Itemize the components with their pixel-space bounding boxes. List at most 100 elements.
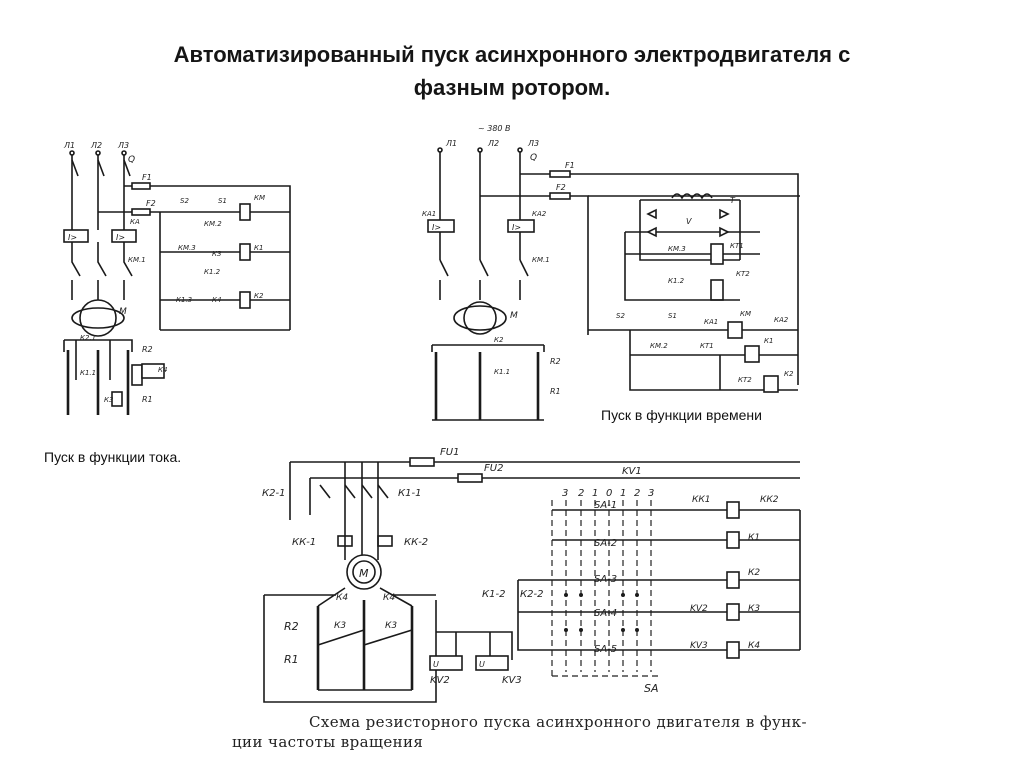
caption-speed-line-2: ции частоты вращения — [232, 733, 424, 751]
contact-label: КТ1 — [700, 342, 714, 350]
relay-label: КА2 — [532, 210, 547, 218]
motor-feed — [344, 520, 379, 560]
motor-inner — [352, 560, 376, 584]
rotor-label: R1 — [284, 653, 299, 666]
contact-label: КМ.2 — [650, 342, 668, 350]
transformer-winding — [671, 193, 713, 200]
phase-label: Л1 — [63, 141, 75, 150]
fuse — [549, 170, 571, 178]
terminal — [121, 150, 127, 156]
supply-buses — [289, 461, 800, 520]
coil-label: К4 — [748, 641, 760, 651]
relay-symbol: I> — [512, 223, 521, 232]
phase-label: Л3 — [527, 139, 539, 148]
selector-section: SA-3 — [594, 574, 617, 585]
control-supply — [98, 185, 291, 330]
selector-rungs — [552, 509, 800, 651]
relay-label: КК-2 — [404, 537, 428, 548]
contact-label: К1.2 — [668, 277, 685, 285]
relay-label: КК1 — [692, 495, 711, 505]
contact-dot — [621, 593, 625, 597]
rotor-contacts — [317, 629, 413, 691]
control-supply — [480, 173, 799, 385]
fuse-label: F2 — [556, 183, 566, 192]
contact-label: КТ1 — [730, 242, 744, 250]
speed-relay-kv3 — [475, 655, 509, 671]
contact-label: КМ — [254, 194, 265, 202]
contact-label: КА2 — [774, 316, 789, 324]
coil-k3 — [726, 603, 740, 621]
relay-box — [141, 363, 165, 379]
rotor-label: К2 — [494, 336, 504, 344]
rotor-label: К2.1 — [80, 334, 96, 342]
terminal — [477, 147, 483, 153]
relay-label: КК-1 — [292, 537, 316, 548]
rotor-ring — [453, 305, 507, 331]
rotor-label: R1 — [550, 387, 561, 396]
relay-label: К1-1 — [398, 488, 421, 499]
interlock-wiring — [517, 579, 552, 651]
contact-label: S1 — [668, 312, 677, 320]
rotor-label: К1.1 — [494, 368, 510, 376]
contact-label: К1.2 — [204, 268, 221, 276]
relay-symbol: U — [433, 660, 439, 669]
stator-contactor — [71, 242, 133, 300]
rotor-label: К3 — [104, 396, 113, 404]
rotor-wiring — [431, 344, 545, 421]
contact-label: К2 — [254, 292, 264, 300]
relay-label: К2-1 — [262, 488, 285, 499]
speed-relay-kv2 — [429, 655, 463, 671]
coil-k2 — [726, 571, 740, 589]
selector-position: 2 — [578, 488, 584, 499]
diode — [646, 226, 657, 238]
coil-k4 — [726, 641, 740, 659]
phase-lines — [344, 462, 379, 520]
timer-coil — [710, 279, 724, 301]
voltage-relay-kv1 — [726, 501, 740, 519]
transformer-label: T — [730, 196, 736, 205]
terminal — [517, 147, 523, 153]
fuse-label: F2 — [146, 199, 156, 208]
relay-symbol: U — [479, 660, 485, 669]
contact-label: К1 — [254, 244, 263, 252]
caption-speed: Схема резисторного пуска асинхронного дв… — [232, 712, 807, 752]
timer-rungs — [624, 232, 760, 301]
contact-label: КТ2 — [738, 376, 752, 384]
caption-speed-line-1: Схема резисторного пуска асинхронного дв… — [309, 713, 807, 731]
contact-label: К3 — [212, 250, 221, 258]
contact-label: S2 — [180, 197, 189, 205]
coil-contact-label: KV2 — [690, 604, 708, 614]
diagram-speed: FU1 FU2 К2-1 К1-1 КК-1 КК-2 М К4 К4 К3 К… — [262, 447, 801, 703]
contact-dot — [635, 593, 639, 597]
relay-label: KV3 — [502, 675, 522, 686]
contact-dot — [579, 593, 583, 597]
diagram-current: Л1 Л2 Л3 Q F1 F2 I> I> КА КМ.1 S2 S1 КМ … — [63, 141, 291, 415]
contact-label: КМ.2 — [204, 220, 222, 228]
motor-label: М — [510, 311, 518, 321]
coil — [239, 243, 251, 261]
fuse — [457, 473, 483, 483]
switch-label: Q — [530, 153, 537, 163]
timer-coil — [710, 243, 724, 265]
current-relay-1 — [427, 219, 455, 233]
contact-label: КМ — [740, 310, 751, 318]
selector-position: 1 — [592, 488, 598, 499]
switch-label: Q — [128, 155, 135, 165]
diode — [719, 226, 730, 238]
relay-label: KV1 — [622, 466, 642, 477]
bridge-label: V — [686, 217, 692, 226]
selector-grid — [551, 500, 660, 677]
current-relay-1 — [63, 229, 89, 243]
rotor-resistors — [66, 350, 130, 415]
tacho-wiring — [436, 631, 513, 660]
selector-section: SA-4 — [594, 608, 617, 619]
selector-position: 3 — [648, 488, 654, 499]
phase-label: Л3 — [117, 141, 129, 150]
motor — [346, 554, 382, 590]
fuse-label: FU1 — [440, 447, 459, 458]
relay-symbol: I> — [68, 233, 77, 242]
fuse-label: F1 — [565, 161, 575, 170]
rotor-label: К4 — [383, 593, 395, 603]
slide-title-line-1: Автоматизированный пуск асинхронного эле… — [173, 42, 851, 67]
